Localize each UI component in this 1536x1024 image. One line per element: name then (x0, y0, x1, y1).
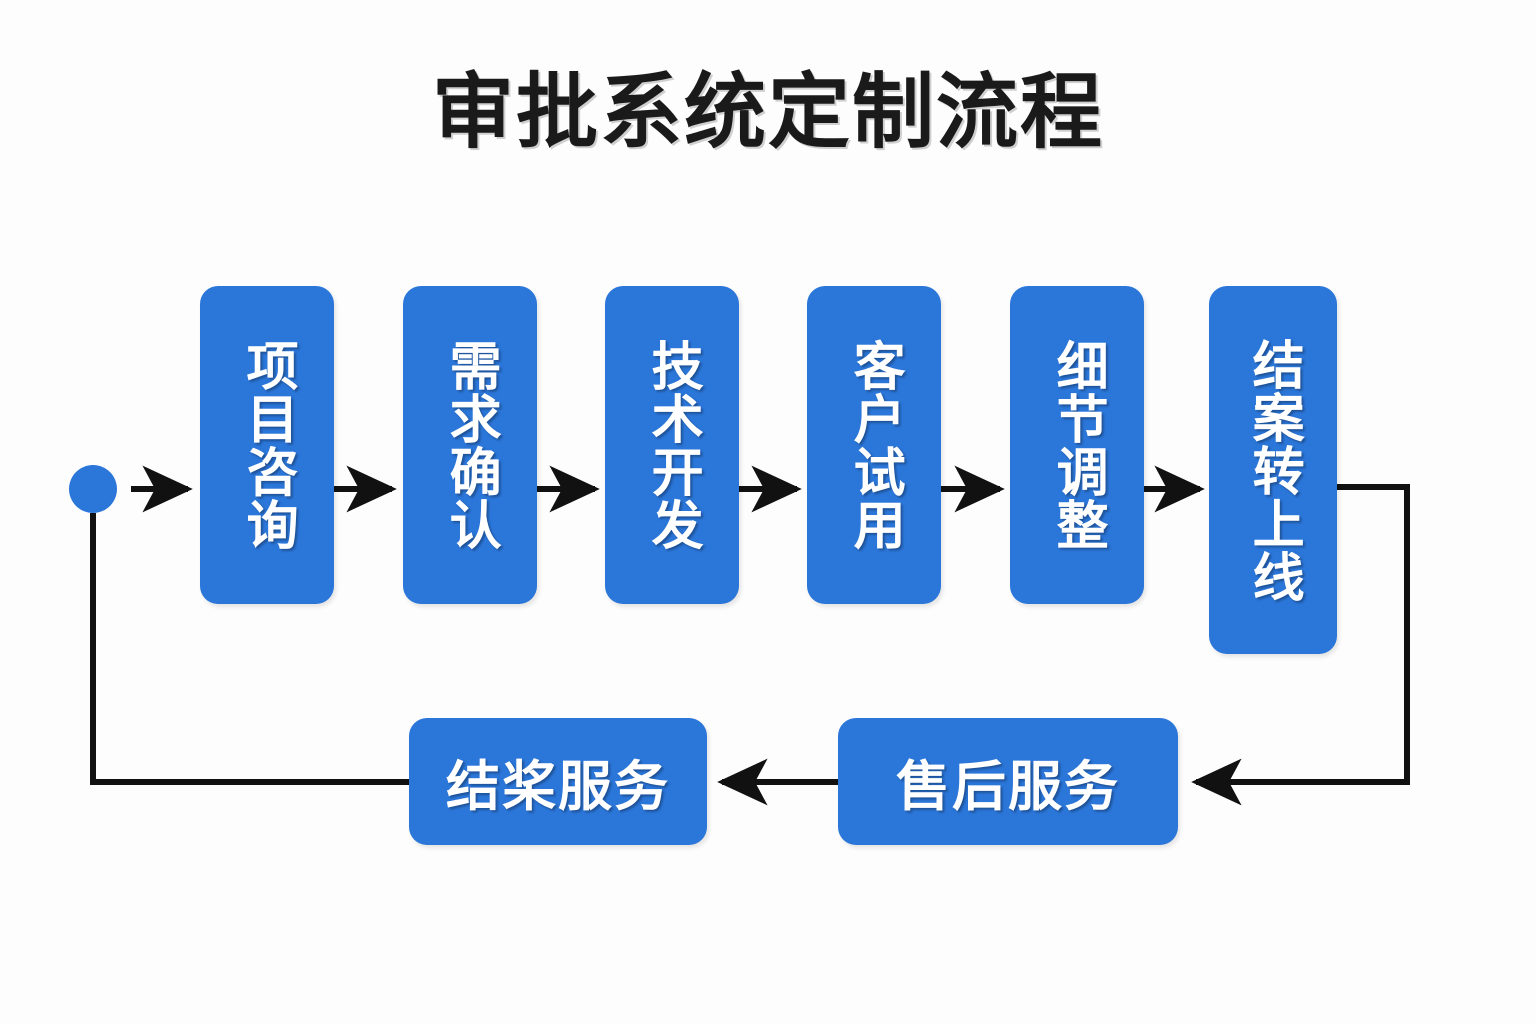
service-node-shouhou[interactable]: 售后服务 (838, 718, 1178, 845)
step-node-2-label: 需求确认 (440, 339, 501, 551)
step-node-3[interactable]: 技术开发 (605, 286, 739, 604)
step-node-2[interactable]: 需求确认 (403, 286, 537, 604)
start-node[interactable] (69, 465, 117, 513)
step-node-1[interactable]: 项目咨询 (200, 286, 334, 604)
step-node-4[interactable]: 客户试用 (807, 286, 941, 604)
page-title: 审批系统定制流程 (431, 65, 1104, 160)
step-node-6-label: 结案转上线 (1243, 337, 1304, 603)
step-node-5[interactable]: 细节调整 (1010, 286, 1144, 604)
step-node-6[interactable]: 结案转上线 (1209, 286, 1337, 654)
service-node-jiejiang[interactable]: 结桨服务 (409, 718, 707, 845)
service-node-shouhou-label: 售后服务 (896, 755, 1120, 818)
step-node-5-label: 细节调整 (1047, 339, 1108, 551)
step-node-1-label: 项目咨询 (237, 339, 298, 551)
service-node-jiejiang-label: 结桨服务 (446, 755, 670, 818)
step-node-3-label: 技术开发 (642, 339, 703, 551)
step-node-4-label: 客户试用 (844, 339, 905, 551)
